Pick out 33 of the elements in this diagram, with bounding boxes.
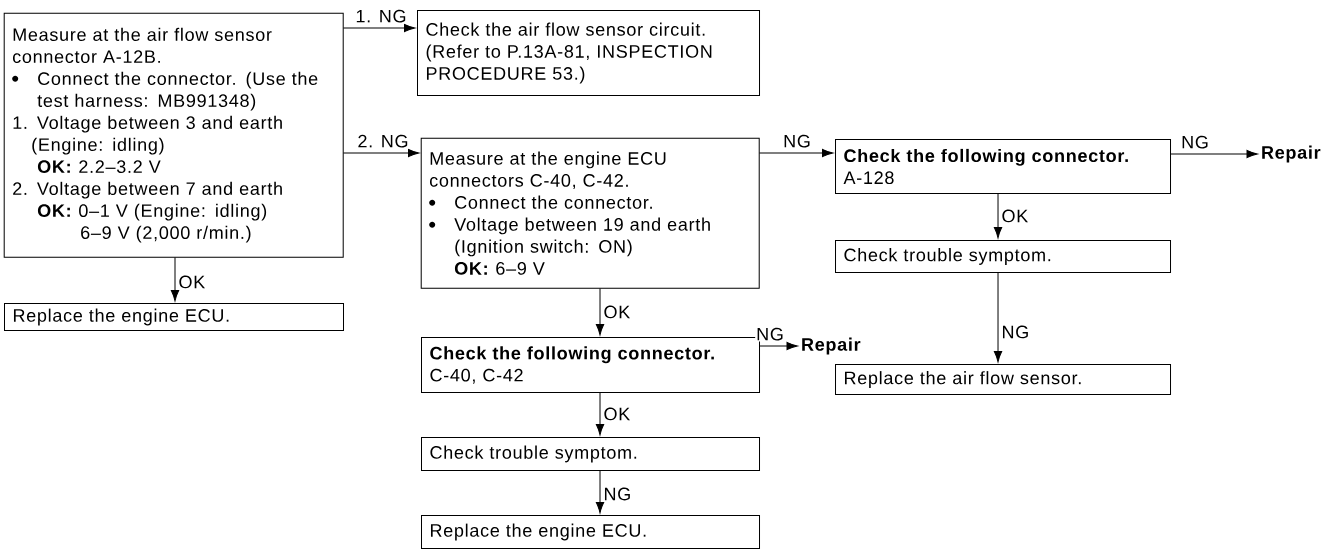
process-box: Measure at the air flow sensor connector A-12B. Connect the connector. (Use the test harness: MB991348) 1. Voltage between 3 and earth (Engine: idling) OK: 2.2–3.2 V 2. Voltage between 7 and earth OK: 0–1 V (Engine: idling) 6–9 V (2,000 r/min.) (3, 12, 344, 258)
edge-label: 1. NG (354, 8, 408, 24)
arrow (1170, 149, 1258, 159)
arrow (342, 23, 416, 33)
action-label: Repair (802, 337, 861, 355)
process-box: Measure at the engine ECU connectors C-40, C-42. Connect the connector. Voltage between 19 and earth (Ignition switch: ON) OK: 6–9 V (420, 137, 760, 289)
edge-label: OK (1000, 208, 1030, 224)
edge-label: NG (782, 133, 812, 149)
action-label: Repair (1262, 145, 1321, 163)
process-box: Replace the engine ECU. (4, 303, 344, 331)
edge-label: NG (1000, 324, 1031, 340)
process-box: Check trouble symptom. (835, 240, 1171, 273)
edge-label: 2. NG (356, 133, 410, 149)
arrow (595, 287, 605, 336)
process-box: Check the air flow sensor circuit. (Refer to P.13A-81, INSPECTION PROCEDURE 53.) (417, 10, 760, 96)
edge-label: OK (602, 304, 632, 320)
process-box: Replace the engine ECU. (421, 515, 760, 549)
edge-label: NG (1180, 134, 1210, 150)
edge-label: OK (177, 274, 207, 290)
arrow (595, 392, 605, 436)
process-box: Check trouble symptom. (421, 437, 760, 471)
arrow (993, 272, 1003, 363)
edge-label: NG (602, 486, 633, 502)
edge-label: NG (755, 326, 785, 342)
arrow (170, 256, 180, 302)
process-box: Replace the air flow sensor. (835, 364, 1171, 395)
arrow (758, 148, 834, 158)
arrow (993, 193, 1003, 239)
arrow (759, 341, 798, 351)
arrow (342, 148, 420, 158)
process-box: Check the following connector. A-128 (835, 139, 1171, 194)
edge-label: OK (602, 406, 632, 422)
arrow (595, 470, 605, 514)
